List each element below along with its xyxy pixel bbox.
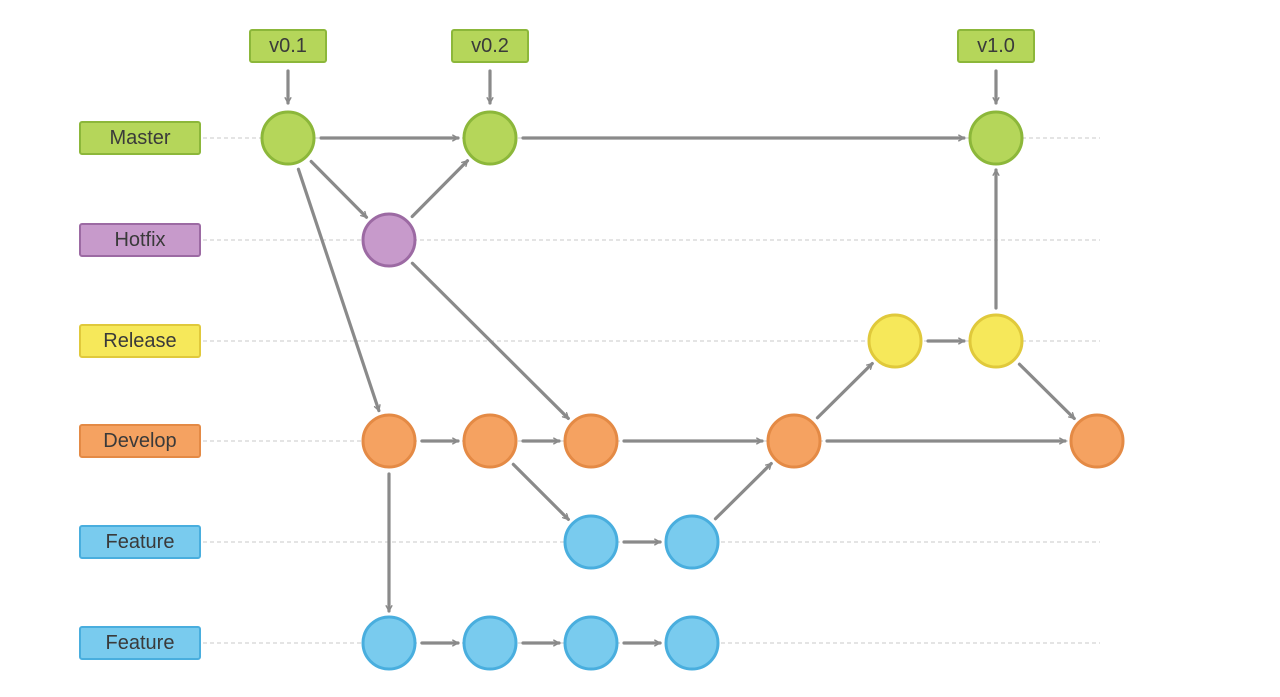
- lane-label-feature1: Feature: [79, 525, 201, 559]
- edge-h1-m2: [410, 159, 470, 219]
- lane-label-hotfix: Hotfix: [79, 223, 201, 257]
- commit-edges: [296, 138, 1076, 643]
- commit-node-f2b: [462, 615, 518, 671]
- edge-m1-h1: [309, 159, 369, 219]
- commit-node-r1: [867, 313, 923, 369]
- tag-v0-1: v0.1: [249, 29, 327, 63]
- commit-node-d3: [563, 413, 619, 469]
- lane-label-master: Master: [79, 121, 201, 155]
- commit-node-f2c: [563, 615, 619, 671]
- edge-h1-d3: [410, 261, 570, 421]
- edge-d4-r1: [815, 361, 874, 420]
- commit-node-d5: [1069, 413, 1125, 469]
- commit-node-m1: [260, 110, 316, 166]
- tag-v1-0: v1.0: [957, 29, 1035, 63]
- edge-d2-f1a: [511, 462, 570, 521]
- tag-arrows: [288, 69, 996, 105]
- commit-nodes: [260, 110, 1125, 671]
- commit-node-d1: [361, 413, 417, 469]
- edge-f1b-d4: [713, 461, 773, 521]
- lane-label-release: Release: [79, 324, 201, 358]
- commit-node-m2: [462, 110, 518, 166]
- edge-r2-d5: [1017, 362, 1076, 421]
- commit-node-f1a: [563, 514, 619, 570]
- commit-node-f2a: [361, 615, 417, 671]
- commit-node-d2: [462, 413, 518, 469]
- commit-node-f1b: [664, 514, 720, 570]
- edge-m1-d1: [296, 167, 378, 413]
- lane-label-develop: Develop: [79, 424, 201, 458]
- lane-label-feature2: Feature: [79, 626, 201, 660]
- commit-node-m3: [968, 110, 1024, 166]
- lane-guides: [203, 137, 1100, 644]
- tag-v0-2: v0.2: [451, 29, 529, 63]
- commit-node-r2: [968, 313, 1024, 369]
- commit-node-d4: [766, 413, 822, 469]
- commit-node-h1: [361, 212, 417, 268]
- commit-node-f2d: [664, 615, 720, 671]
